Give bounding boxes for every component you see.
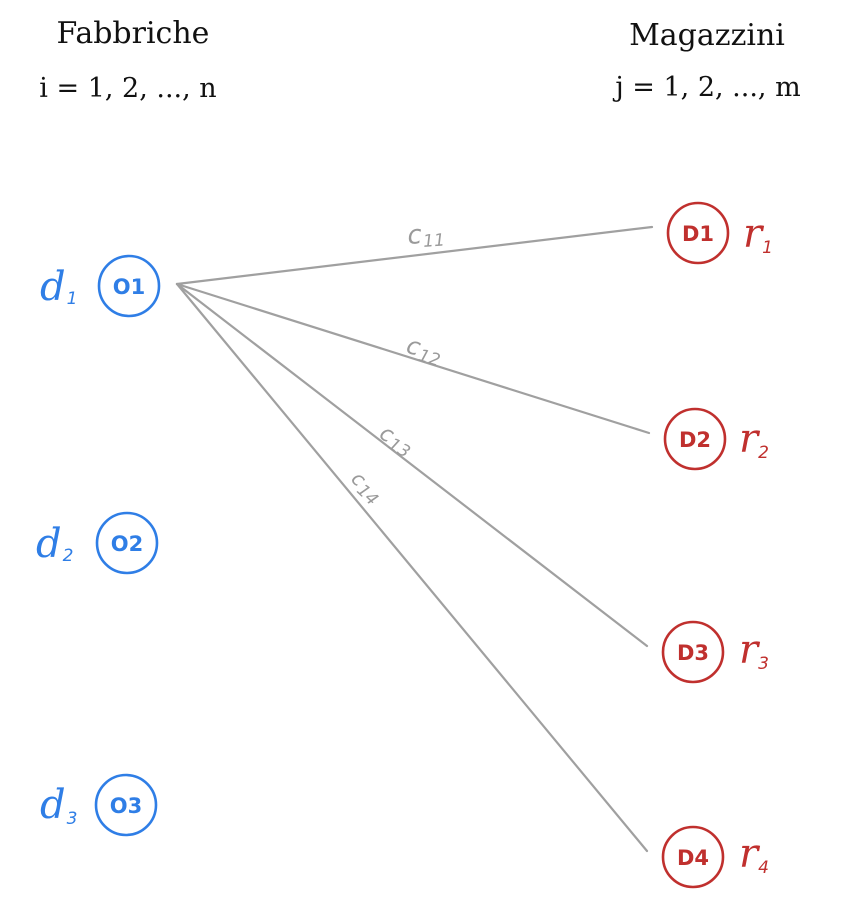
- edge-o1-d4: [175, 282, 649, 853]
- factories-index-range: i = 1, 2, ..., n: [39, 73, 216, 104]
- destination-node-d1-label: D1: [682, 222, 714, 246]
- origin-node-o2[interactable]: [95, 511, 159, 575]
- destination-demand-r2: r2: [739, 416, 769, 463]
- destination-node-d4-label: D4: [677, 846, 709, 870]
- edge-o1-d1: [175, 225, 654, 286]
- destination-node-d2[interactable]: [663, 407, 727, 471]
- destination-node-d1[interactable]: [666, 201, 730, 265]
- origins-layer: d1 O1 d2 O2 d3 O3: [36, 254, 161, 837]
- destination-demand-r1: r1: [743, 211, 773, 258]
- edge-label-c14: c14: [344, 466, 388, 510]
- origin-node-o3-label: O3: [110, 794, 142, 818]
- destination-node-d2-label: D2: [679, 428, 711, 452]
- destination-demand-r4: r4: [739, 831, 769, 878]
- origin-node-o2-label: O2: [111, 532, 143, 556]
- warehouses-index-range: j = 1, 2, ..., m: [612, 72, 800, 103]
- origin-supply-d3: d3: [40, 782, 77, 829]
- edge-label-c13: c13: [373, 421, 417, 463]
- edge-label-c11: c11: [406, 218, 445, 252]
- factories-title: Fabbriche: [57, 16, 210, 51]
- origin-node-o1[interactable]: [97, 254, 161, 318]
- origin-supply-d2: d2: [36, 521, 73, 567]
- edge-label-c12: c12: [402, 331, 445, 371]
- origin-supply-d1: d1: [40, 264, 77, 310]
- destination-node-d4[interactable]: [661, 825, 725, 889]
- destinations-layer: D1 r1 D2 r2 D3 r3 D4 r4: [661, 201, 773, 889]
- edge-o1-d2: [175, 282, 651, 435]
- origin-node-o3[interactable]: [94, 773, 158, 837]
- warehouses-title: Magazzini: [629, 18, 785, 53]
- edges-layer: [175, 225, 654, 853]
- edge-o1-d3: [175, 282, 649, 648]
- origin-node-o1-label: O1: [113, 275, 145, 299]
- destination-node-d3-label: D3: [677, 641, 709, 665]
- destination-node-d3[interactable]: [661, 620, 725, 684]
- destination-demand-r3: r3: [739, 627, 769, 674]
